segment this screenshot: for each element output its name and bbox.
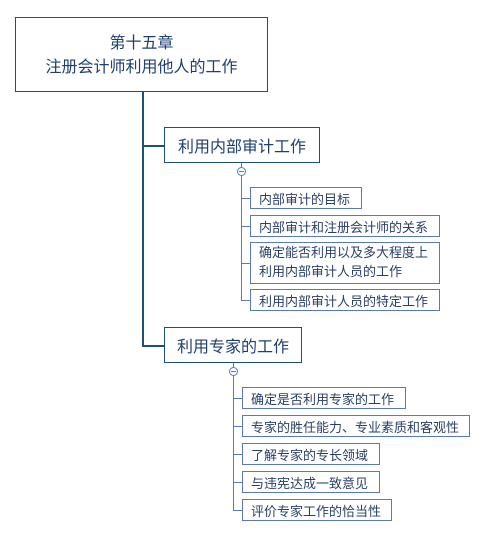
branch-2-leaf-tick xyxy=(233,510,242,511)
root-chapter: 第十五章 xyxy=(109,32,174,52)
leaf-expert-agreement[interactable]: 与违宪达成一致意见 xyxy=(242,471,380,493)
root-connector-vertical xyxy=(142,92,144,346)
branch-node-internal-audit[interactable]: 利用内部审计工作 xyxy=(164,127,320,163)
branch-1-leaf-tick xyxy=(241,226,250,227)
leaf-internal-audit-extent[interactable]: 确定能否利用以及多大程度上 利用内部审计人员的工作 xyxy=(250,242,440,284)
root-connector-branch-2 xyxy=(142,345,164,347)
leaf-expert-expertise-area[interactable]: 了解专家的专长领域 xyxy=(242,443,380,465)
root-title: 注册会计师利用他人的工作 xyxy=(45,56,238,76)
branch-1-leaf-tick xyxy=(241,263,250,264)
collapse-toggle-icon[interactable] xyxy=(237,167,246,176)
branch-node-expert-work[interactable]: 利用专家的工作 xyxy=(164,327,302,363)
branch-1-leaf-spine xyxy=(241,176,242,300)
leaf-internal-audit-goal[interactable]: 内部审计的目标 xyxy=(250,187,362,209)
root-connector-branch-1 xyxy=(142,145,164,147)
leaf-expert-competence[interactable]: 专家的胜任能力、专业素质和客观性 xyxy=(242,415,470,437)
branch-2-leaf-tick xyxy=(233,398,242,399)
branch-label: 利用内部审计工作 xyxy=(177,137,306,156)
branch-1-leaf-tick xyxy=(241,198,250,199)
leaf-internal-audit-relationship[interactable]: 内部审计和注册会计师的关系 xyxy=(250,215,440,237)
branch-2-leaf-tick xyxy=(233,482,242,483)
branch-label: 利用专家的工作 xyxy=(177,337,290,356)
branch-1-leaf-tick xyxy=(241,300,250,301)
branch-2-leaf-tick xyxy=(233,426,242,427)
root-node[interactable]: 第十五章 注册会计师利用他人的工作 xyxy=(15,17,268,92)
leaf-expert-evaluate[interactable]: 评价专家工作的恰当性 xyxy=(242,499,392,521)
leaf-internal-audit-specific-work[interactable]: 利用内部审计人员的特定工作 xyxy=(250,289,440,311)
branch-2-leaf-spine xyxy=(233,376,234,510)
branch-2-leaf-tick xyxy=(233,454,242,455)
leaf-expert-decide-use[interactable]: 确定是否利用专家的工作 xyxy=(242,387,406,409)
collapse-toggle-icon[interactable] xyxy=(229,367,238,376)
